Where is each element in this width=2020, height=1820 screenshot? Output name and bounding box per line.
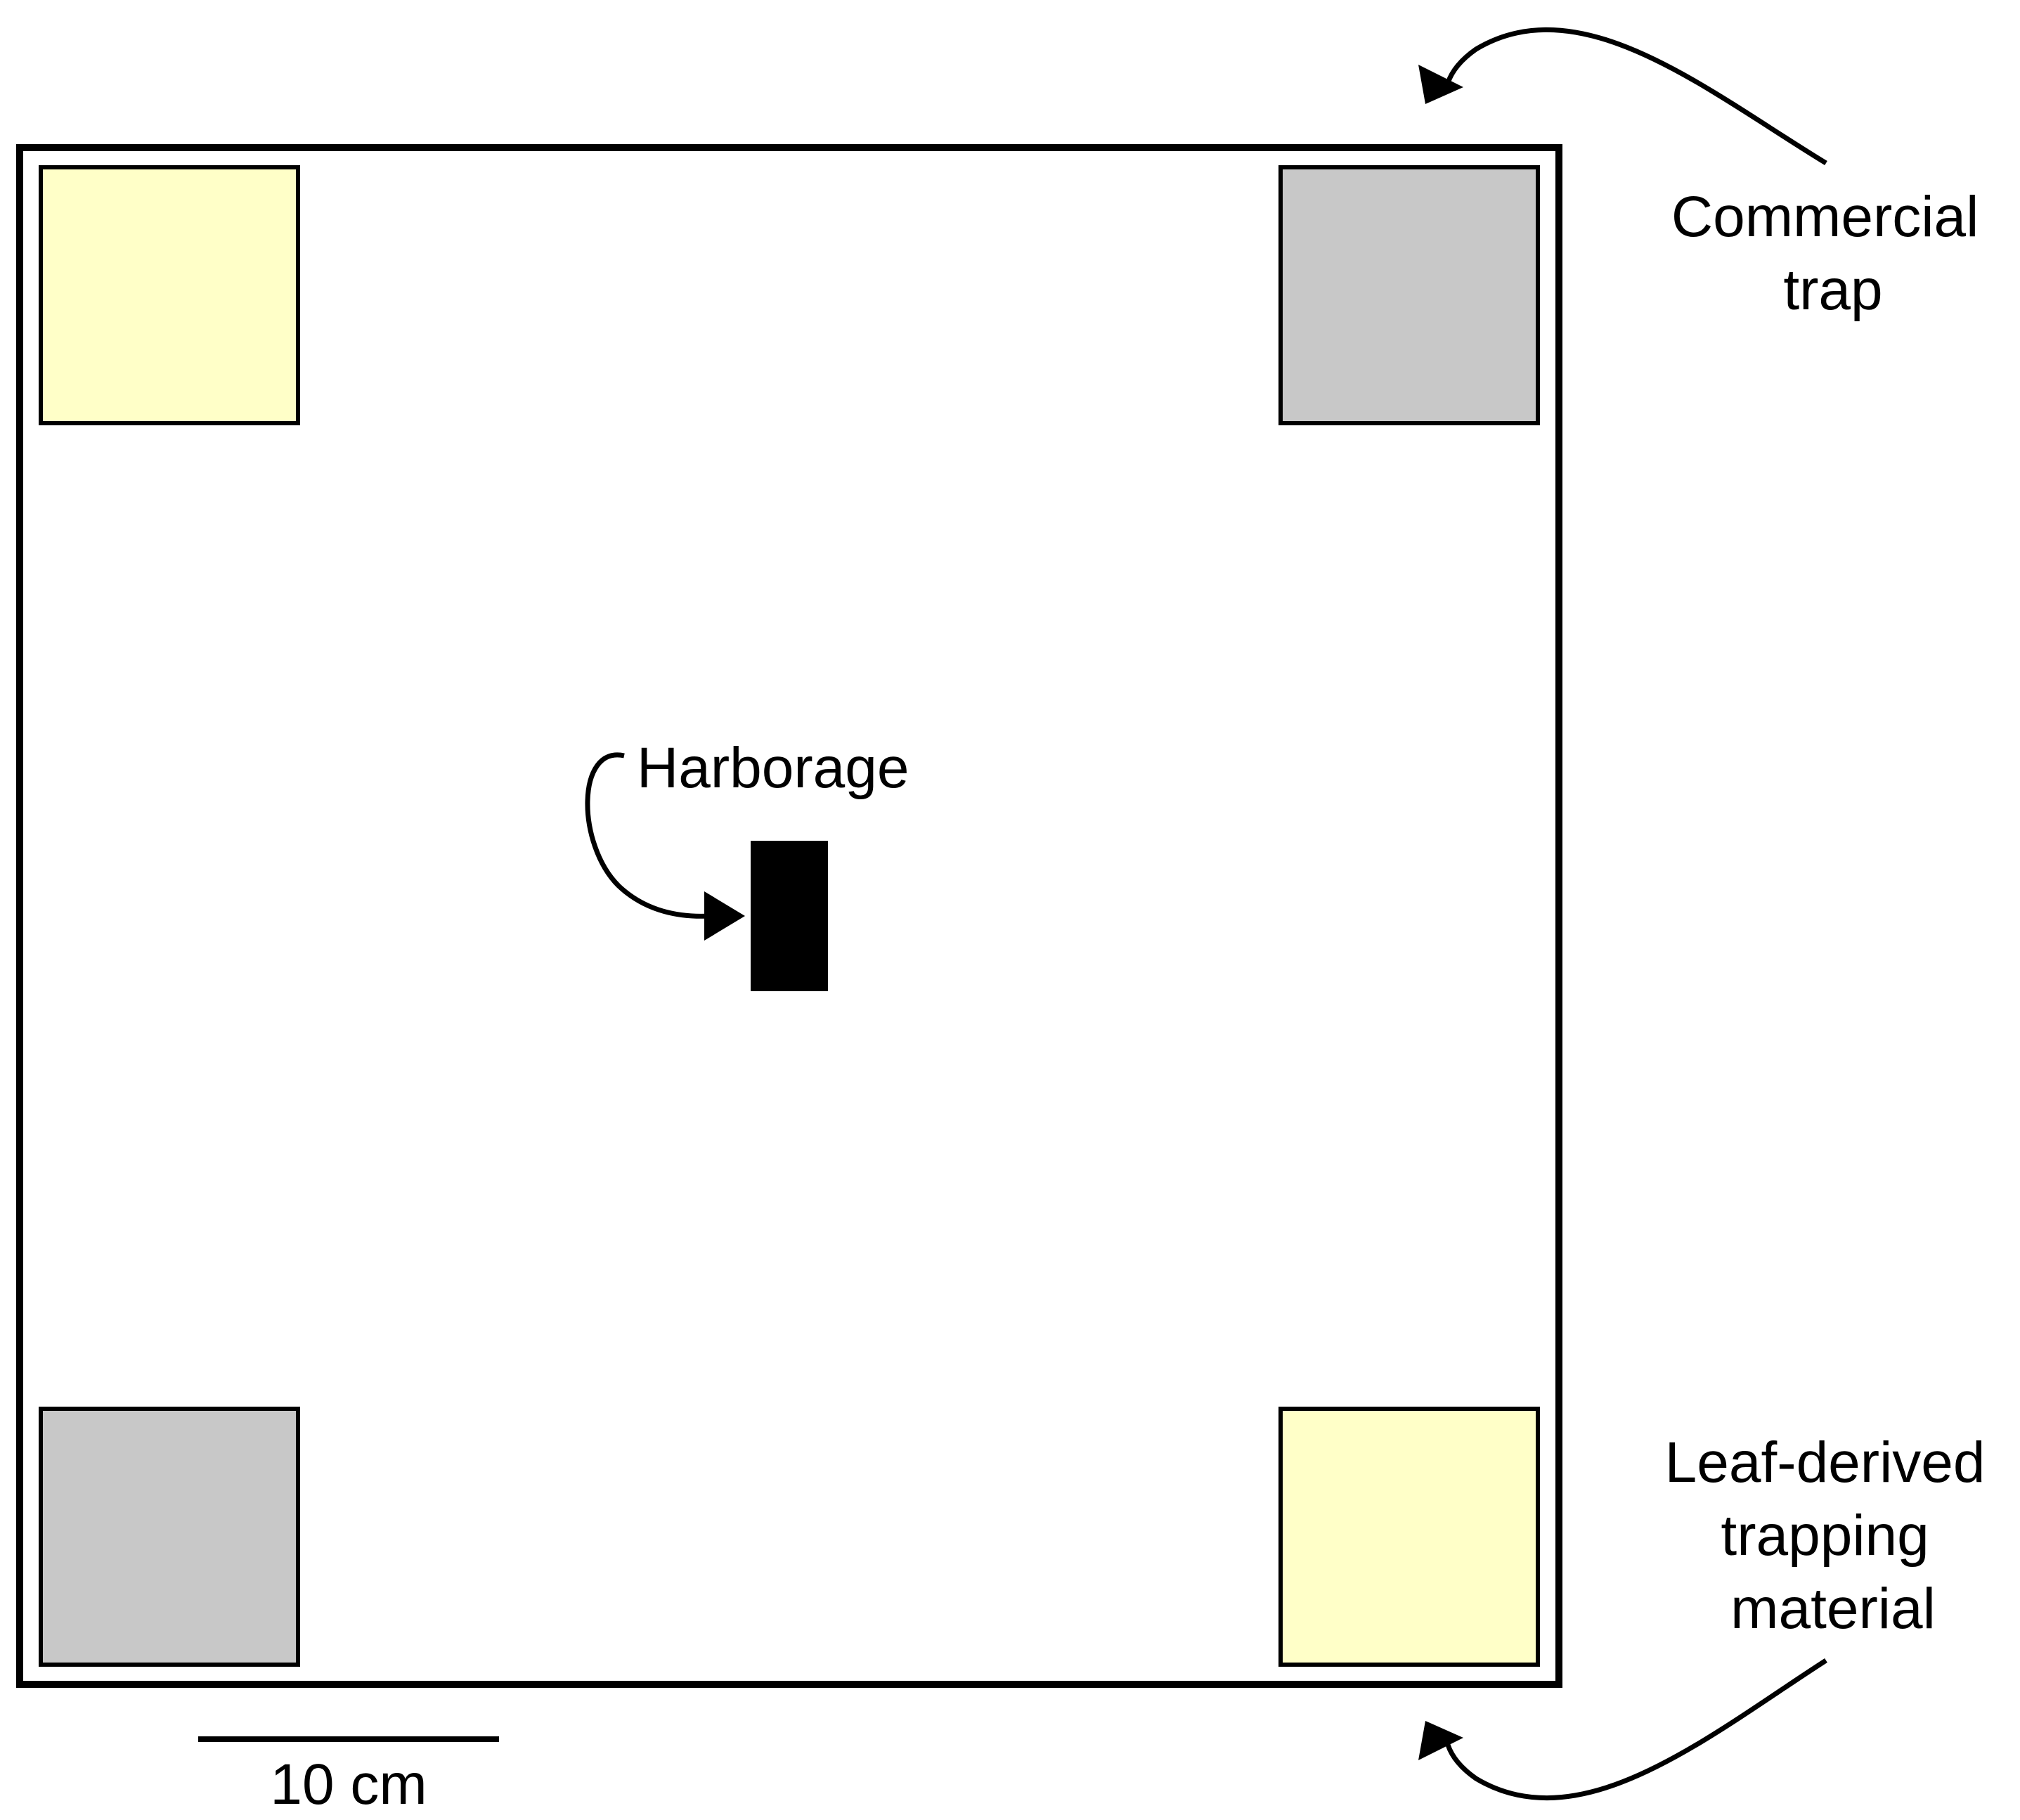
trap-top-right-commercial	[1278, 165, 1540, 425]
leaf-derived-label-line-1: Leaf-derived	[1665, 1431, 1986, 1495]
leaf-derived-arrowhead	[1418, 1721, 1463, 1760]
commercial-trap-label-line-1: Commercial	[1671, 185, 1979, 249]
trap-bottom-left-commercial	[39, 1407, 300, 1667]
harborage-block	[751, 841, 828, 991]
harborage-arrowhead	[704, 891, 745, 941]
arena-outer-border	[16, 144, 1562, 1688]
trap-top-left-leaf	[39, 165, 300, 425]
trap-bottom-right-leaf	[1278, 1407, 1540, 1667]
commercial-trap-arrowhead	[1418, 65, 1463, 104]
commercial-trap-arrow	[1445, 27, 1827, 165]
leaf-derived-arrow	[1445, 1658, 1827, 1800]
leaf-derived-label-line-3: material	[1730, 1577, 1936, 1641]
commercial-trap-label-line-2: trap	[1783, 258, 1882, 322]
scale-bar-label: 10 cm	[270, 1753, 427, 1816]
leaf-derived-label: Leaf-derived trapping material	[1665, 1431, 2002, 1641]
commercial-trap-label: Commercial trap	[1671, 185, 1995, 322]
harborage-arrow	[585, 752, 711, 919]
harborage-label: Harborage	[637, 736, 909, 800]
leaf-derived-label-line-2: trapping	[1721, 1504, 1929, 1568]
